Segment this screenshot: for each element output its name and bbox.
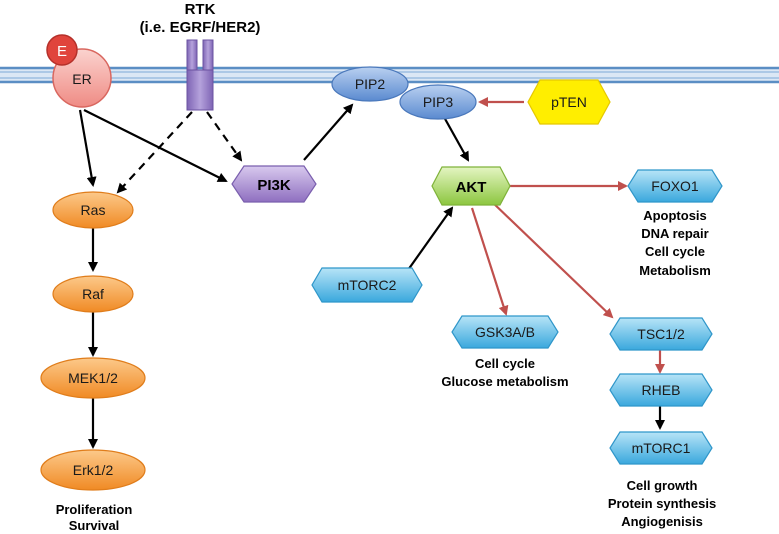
gsk3-note-2: Glucose metabolism <box>441 374 568 389</box>
pip2-label: PIP2 <box>355 76 386 92</box>
arrow-rtk-pi3k <box>206 111 243 162</box>
pten-label: pTEN <box>551 94 587 110</box>
erk-label: Erk1/2 <box>73 462 114 478</box>
gsk3-node: GSK3A/B <box>451 315 559 349</box>
akt-label: AKT <box>456 179 487 196</box>
raf-node: Raf <box>52 275 134 313</box>
mtorc1-note-3: Angiogenisis <box>621 514 703 529</box>
gsk3-label: GSK3A/B <box>475 324 535 340</box>
tsc-node: TSC1/2 <box>609 317 713 351</box>
erk-note-2: Survival <box>69 518 120 533</box>
erk-node: Erk1/2 <box>40 449 146 491</box>
arrow-er-ras <box>78 109 97 187</box>
foxo1-note-2: DNA repair <box>641 226 708 241</box>
e-label: E <box>57 43 67 60</box>
rheb-node: RHEB <box>609 373 713 407</box>
foxo1-note-3: Cell cycle <box>645 244 705 259</box>
foxo1-note-1: Apoptosis <box>643 208 707 223</box>
mtorc2-label: mTORC2 <box>338 277 397 293</box>
er-label: ER <box>72 71 91 87</box>
arrow-er-pi3k <box>83 109 228 182</box>
arrow-mtorc2-akt <box>407 206 454 271</box>
arrow-pip3-akt <box>443 116 469 162</box>
pip3-label: PIP3 <box>423 94 454 110</box>
mtorc1-note-2: Protein synthesis <box>608 496 716 511</box>
arrow-rtk-ras <box>116 111 193 194</box>
activation-arrows <box>78 103 665 449</box>
mtorc2-node: mTORC2 <box>311 267 423 303</box>
pi3k-node: PI3K <box>231 165 317 203</box>
arrow-akt-gsk3 <box>470 207 509 316</box>
ras-label: Ras <box>81 202 106 218</box>
tsc-label: TSC1/2 <box>637 326 685 342</box>
ras-node: Ras <box>52 191 134 229</box>
foxo1-note-4: Metabolism <box>639 263 711 278</box>
pip2-node: PIP2 <box>331 66 409 102</box>
foxo1-node: FOXO1 <box>627 169 723 203</box>
akt-arrows <box>470 97 665 374</box>
raf-label: Raf <box>82 286 104 302</box>
foxo1-label: FOXO1 <box>651 178 699 194</box>
rtk-sublabel: (i.e. EGRF/HER2) <box>140 19 261 36</box>
mtorc1-node: mTORC1 <box>609 431 713 465</box>
arrow-pi3k-pip2 <box>303 103 354 161</box>
pten-node: pTEN <box>527 79 611 125</box>
arrow-akt-tsc <box>489 199 614 319</box>
pip3-node: PIP3 <box>399 84 477 120</box>
mtorc1-label: mTORC1 <box>632 440 691 456</box>
rtk-label: RTK <box>185 1 216 18</box>
mtorc1-note-1: Cell growth <box>627 478 698 493</box>
gsk3-note-1: Cell cycle <box>475 356 535 371</box>
erk-note-1: Proliferation <box>56 502 133 517</box>
mek-node: MEK1/2 <box>40 357 146 399</box>
e-node: E <box>46 34 78 66</box>
pi3k-label: PI3K <box>257 177 291 194</box>
mek-label: MEK1/2 <box>68 370 118 386</box>
rtk-receptor <box>186 39 214 111</box>
akt-node: AKT <box>431 166 511 206</box>
rheb-label: RHEB <box>642 382 681 398</box>
